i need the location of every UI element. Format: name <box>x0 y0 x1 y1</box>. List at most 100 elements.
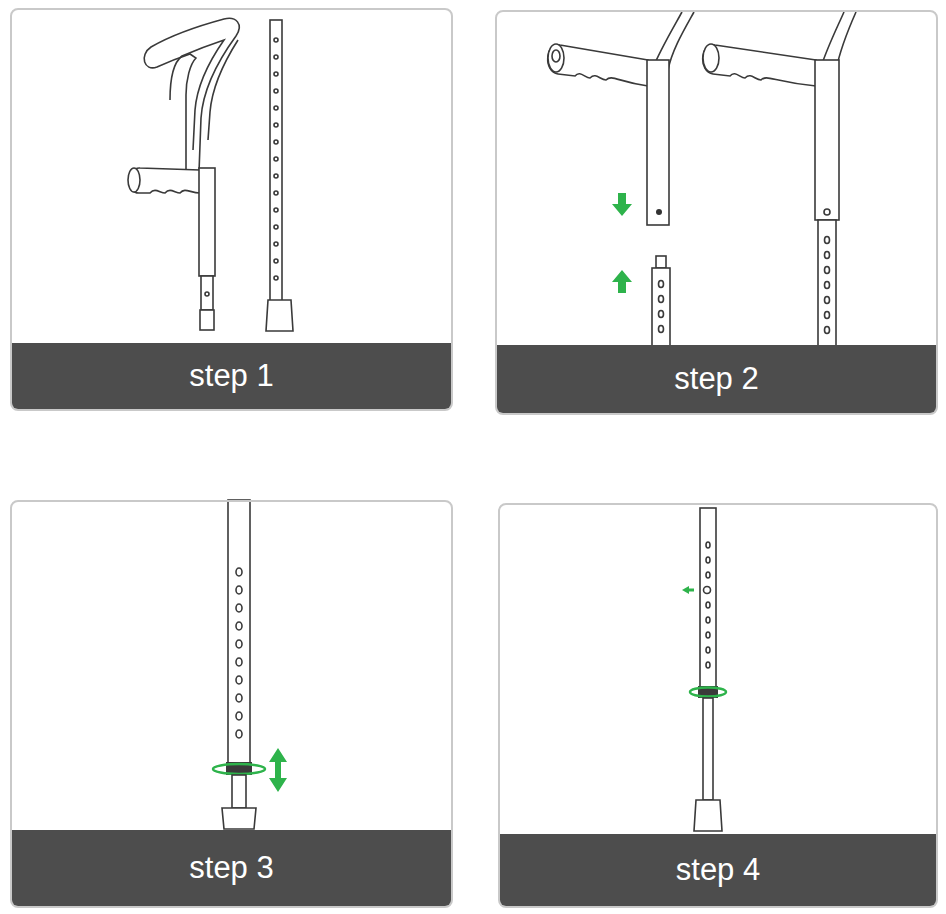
tube-hole <box>825 297 830 304</box>
tube-hole <box>659 296 664 303</box>
cuff-inner <box>208 40 238 140</box>
arrow-down <box>612 193 632 216</box>
tube-hole <box>236 730 242 738</box>
lower-tube <box>818 220 836 346</box>
adjust-arrow <box>269 748 287 792</box>
crutch-locked <box>682 508 726 831</box>
tube-hole <box>274 242 278 246</box>
grip-end <box>128 168 140 192</box>
lock-hole <box>704 587 711 594</box>
tube-hole <box>274 174 278 178</box>
lower-tube <box>652 268 670 346</box>
tube-hole <box>274 38 278 42</box>
step-panel: step 3 <box>10 500 453 908</box>
tube-hole <box>274 208 278 212</box>
tube-hole <box>236 694 242 702</box>
arrow-left <box>682 586 694 594</box>
tube-hole <box>274 259 278 263</box>
tube-hole <box>706 557 710 563</box>
tube-hole <box>706 662 710 668</box>
tube-hole <box>236 622 242 630</box>
tube-hole <box>274 55 278 59</box>
tube-hole <box>706 602 710 608</box>
twist-ring <box>690 688 726 697</box>
tube-hole <box>274 72 278 76</box>
tube-hole <box>825 252 830 259</box>
tube-hole <box>706 572 710 578</box>
tube-hole <box>274 225 278 229</box>
shaft-hole <box>656 209 662 215</box>
grip-end <box>552 50 560 62</box>
shaft-end <box>201 276 213 310</box>
tube-hole <box>825 237 830 244</box>
tube-hole <box>659 326 664 333</box>
rubber-tip <box>222 808 256 829</box>
tube-hole <box>825 312 830 319</box>
tube-hole <box>236 676 242 684</box>
tube-hole <box>274 191 278 195</box>
tube-hole <box>706 647 710 653</box>
grip-end <box>703 44 719 72</box>
tube-hole <box>274 89 278 93</box>
step-label: step 1 <box>12 343 451 409</box>
tube-holes <box>274 38 278 280</box>
step-panel: step 1 <box>10 8 453 411</box>
tube-hole <box>274 106 278 110</box>
tube-holes <box>825 237 830 334</box>
crutch-assembled <box>703 12 856 346</box>
tube-hole <box>274 140 278 144</box>
rubber-tip <box>694 800 722 831</box>
tube-pin <box>656 256 666 268</box>
tube-holes <box>706 542 710 668</box>
rubber-tip <box>266 300 293 331</box>
tube-hole <box>825 267 830 274</box>
tube-hole <box>236 712 242 720</box>
hand-grip <box>703 45 816 86</box>
tube-hole <box>236 604 242 612</box>
twist-ring <box>213 764 265 774</box>
shaft-hole <box>824 209 830 215</box>
crutch-adjust <box>213 500 287 829</box>
tube-hole <box>274 276 278 280</box>
step-label: step 4 <box>500 834 936 906</box>
tube-hole <box>274 157 278 161</box>
tube-hole <box>706 617 710 623</box>
tube-hole <box>274 123 278 127</box>
outer-tube <box>700 508 716 688</box>
lower-tube <box>270 20 282 302</box>
crutch-lower-tube <box>266 20 293 331</box>
tube-hole <box>659 281 664 288</box>
hand-grip <box>548 45 648 86</box>
tube-holes <box>659 281 664 333</box>
cuff-inner <box>170 40 224 150</box>
crutch-parts-separate <box>548 12 694 346</box>
tube-hole <box>659 311 664 318</box>
upper-shaft <box>815 60 839 220</box>
outer-tube <box>228 500 250 764</box>
crutch-upper <box>128 18 239 330</box>
grip-end <box>548 44 564 72</box>
arrow-up <box>612 270 632 293</box>
tube-hole <box>236 640 242 648</box>
inner-tube <box>703 698 713 800</box>
tube-hole <box>825 282 830 289</box>
step-label: step 3 <box>12 830 451 906</box>
tube-hole <box>706 632 710 638</box>
upper-shaft <box>199 168 215 276</box>
inner-tube <box>232 775 246 808</box>
arm-cuff <box>144 18 239 172</box>
shaft-cap <box>200 310 214 330</box>
tube-hole <box>236 658 242 666</box>
shaft-hole <box>205 292 209 296</box>
tube-holes <box>236 568 242 738</box>
tube-hole <box>825 327 830 334</box>
tube-hole <box>236 568 242 576</box>
cuff-stem <box>668 12 694 70</box>
tube-hole <box>706 542 710 548</box>
step-panel: step 4 <box>498 503 938 908</box>
step-panel: step 2 <box>495 10 938 415</box>
tube-hole <box>236 586 242 594</box>
